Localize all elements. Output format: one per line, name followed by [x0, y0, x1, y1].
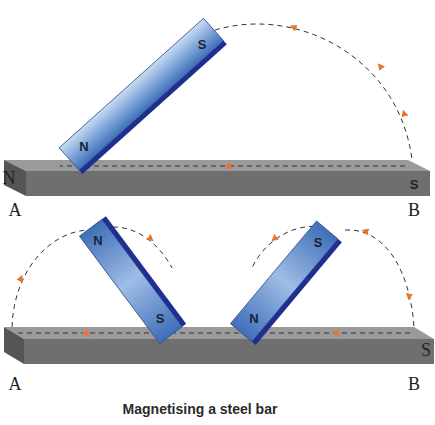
bar-magnet — [230, 221, 341, 345]
bar-top-face — [4, 160, 430, 171]
field-line — [14, 333, 410, 334]
point-label: A — [9, 201, 22, 219]
field-arrow — [365, 231, 372, 233]
field-line — [345, 230, 414, 327]
field-arrow — [335, 333, 345, 334]
field-line — [60, 166, 405, 167]
pole-letter: N — [249, 312, 258, 325]
bar-front-face — [26, 171, 430, 196]
pole-letter: N — [93, 234, 102, 247]
point-label: A — [9, 375, 22, 393]
bar-front-face — [24, 339, 434, 364]
pole-letter: S — [410, 178, 419, 191]
field-arrow — [85, 333, 95, 334]
pole-letter: S — [198, 38, 207, 51]
field-arrow — [404, 113, 406, 120]
field-arrow — [274, 234, 280, 239]
bar-end-letter: N — [3, 169, 16, 187]
field-arrow — [18, 278, 21, 285]
bar-magnet — [79, 216, 186, 343]
figure-caption: Magnetising a steel bar — [123, 402, 278, 416]
field-arrow — [145, 234, 151, 239]
pole-letter: S — [314, 236, 323, 249]
bar-top-face — [4, 327, 434, 339]
field-arrow — [380, 66, 385, 72]
bar-magnet — [59, 18, 227, 174]
point-label: B — [408, 201, 420, 219]
field-arrow — [293, 27, 300, 30]
field-arrow — [409, 290, 410, 297]
bar-end-letter: S — [421, 341, 431, 359]
field-line — [12, 230, 88, 327]
pole-letter: S — [156, 312, 165, 325]
pole-letter: N — [79, 140, 88, 153]
field-arrow — [228, 166, 238, 167]
point-label: B — [408, 375, 420, 393]
field-line — [215, 24, 412, 160]
